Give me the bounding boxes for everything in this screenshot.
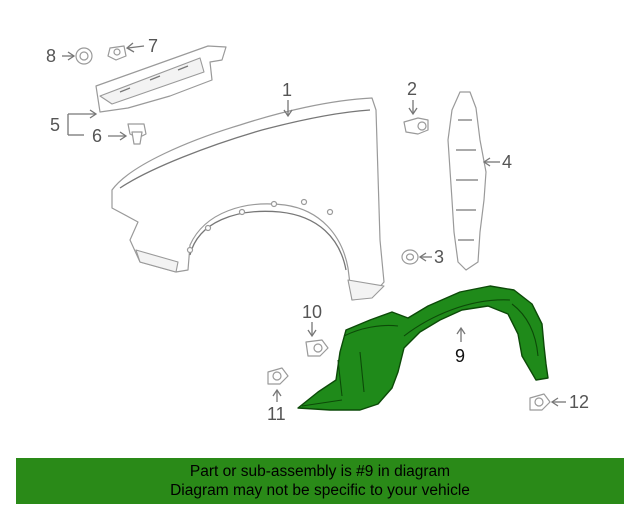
- leader-lines: [62, 42, 566, 407]
- callout-5: 5: [50, 115, 60, 135]
- callout-4: 4: [502, 152, 512, 172]
- callout-10: 10: [302, 302, 322, 322]
- callout-11: 11: [267, 404, 286, 424]
- push-clip-6: [127, 123, 147, 145]
- callout-3: 3: [434, 247, 444, 267]
- parts-diagram: 1 2 3 4 5 6 7 8 9 10 11 12: [46, 36, 589, 424]
- callout-6: 6: [92, 126, 102, 146]
- callout-7: 7: [148, 36, 158, 56]
- callout-8: 8: [46, 46, 56, 66]
- front-fender: [111, 97, 385, 301]
- callout-1: 1: [282, 80, 292, 100]
- bolt-2: [403, 117, 429, 135]
- clip-12: [529, 393, 551, 411]
- callout-2: 2: [407, 79, 417, 99]
- fender-liner-highlight: [297, 285, 549, 411]
- callout-12: 12: [569, 392, 589, 412]
- fender-seal: [447, 91, 487, 271]
- clip-7: [107, 45, 127, 61]
- washer-3: [401, 249, 419, 265]
- notice-line-1: Part or sub-assembly is #9 in diagram: [189, 463, 451, 480]
- notice-banner: Part or sub-assembly is #9 in diagram Di…: [16, 458, 624, 504]
- grommet-8: [75, 47, 93, 65]
- clip-10: [305, 339, 329, 357]
- notice-line-2: Diagram may not be specific to your vehi…: [170, 482, 470, 499]
- fender-apron-bracket: [95, 45, 227, 113]
- callout-9: 9: [455, 346, 465, 366]
- clip-11: [267, 367, 289, 385]
